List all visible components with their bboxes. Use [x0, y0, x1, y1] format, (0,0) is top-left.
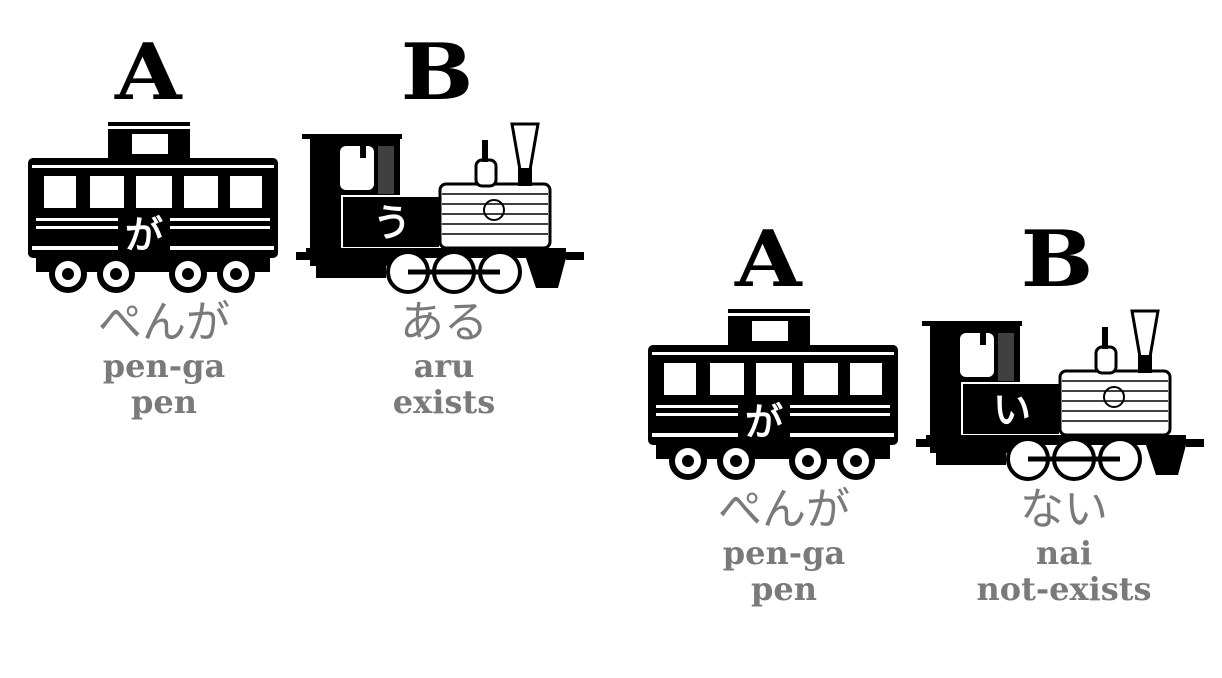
b-romaji: nai [1035, 534, 1093, 572]
a-meaning: pen [751, 570, 817, 608]
a-romaji: pen-ga [102, 347, 226, 385]
b-meaning: exists [392, 383, 496, 421]
panel-not-exists: A B が い [620, 187, 1220, 627]
a-romaji: pen-ga [722, 534, 846, 572]
car-character: が [125, 213, 163, 257]
b-meaning: not-exists [976, 570, 1152, 608]
locomotive-icon: い [916, 309, 1204, 481]
b-kana: ない [1020, 484, 1108, 535]
locomotive-character: う [373, 201, 411, 245]
a-kana: ぺんが [718, 484, 850, 535]
train-car-icon: が [648, 309, 898, 480]
train-car-icon: が [28, 122, 278, 293]
label-b: B [1020, 214, 1094, 305]
b-romaji: aru [413, 347, 475, 385]
label-b: B [400, 27, 474, 118]
locomotive-character: い [993, 388, 1031, 432]
b-kana: ある [400, 297, 488, 348]
panel-exists: A B が う [0, 0, 600, 440]
a-kana: ぺんが [98, 297, 230, 348]
locomotive-icon: う [296, 122, 584, 294]
label-a: A [734, 214, 802, 305]
label-a: A [114, 27, 182, 118]
car-character: が [745, 400, 783, 444]
a-meaning: pen [131, 383, 197, 421]
